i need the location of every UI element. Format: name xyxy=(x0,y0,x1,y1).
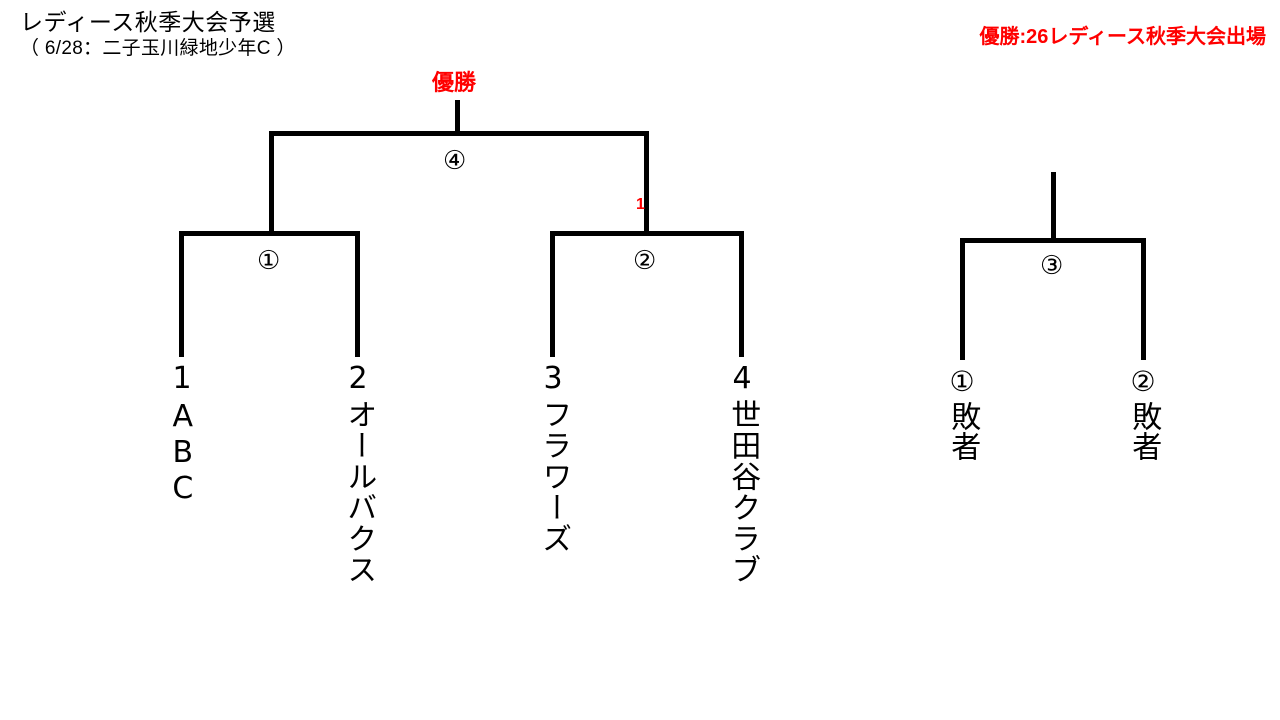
loser-label: 敗者 xyxy=(1126,400,1162,461)
consolation-entry-1: ① 敗者 xyxy=(933,365,991,461)
loser-source-match: ② xyxy=(1130,365,1156,398)
team-seed: 3 xyxy=(543,361,563,396)
team2-vertical-line xyxy=(355,231,360,357)
team-seed: 1 xyxy=(172,361,192,396)
match-number-4: ④ xyxy=(443,146,467,176)
consolation-left-vertical-line xyxy=(960,238,965,360)
match2-score-mark: 1 xyxy=(636,196,645,213)
consolation-entry-2: ② 敗者 xyxy=(1114,365,1172,461)
consolation-right-vertical-line xyxy=(1141,238,1146,360)
match-number-1: ① xyxy=(257,246,281,276)
team-entry-2: 2 オールバクス xyxy=(328,362,388,585)
match-number-3: ③ xyxy=(1040,251,1064,281)
team4-vertical-line xyxy=(739,231,744,357)
title-main: レディース秋季大会予選 xyxy=(20,9,276,35)
title-subtitle: （ 6/28：二子玉川緑地少年C ） xyxy=(20,38,296,60)
consolation-horizontal-line xyxy=(960,238,1146,243)
team-name: オールバクス xyxy=(341,399,377,585)
team-name: 世田谷クラブ xyxy=(725,399,761,585)
final-stem-line xyxy=(455,100,460,136)
team3-vertical-line xyxy=(550,231,555,357)
loser-source-match: ① xyxy=(949,365,975,398)
page-title: レディース秋季大会予選 （ 6/28：二子玉川緑地少年C ） xyxy=(20,8,296,62)
team-name: フラワーズ xyxy=(536,399,572,554)
semifinal2-horizontal-line xyxy=(550,231,744,236)
final-winner-label: 優勝 xyxy=(432,70,477,95)
team1-vertical-line xyxy=(179,231,184,357)
final-horizontal-line xyxy=(269,131,649,136)
match-number-2: ② xyxy=(633,246,657,276)
consolation-stem-line xyxy=(1051,172,1056,240)
team-entry-3: 3 フラワーズ xyxy=(523,362,583,554)
champion-advancement-note: 優勝:26レディース秋季大会出場 xyxy=(979,26,1266,48)
team-entry-1: 1 ABC xyxy=(152,362,212,507)
team-seed: 4 xyxy=(732,361,752,396)
final-right-vertical-line xyxy=(644,131,649,234)
team-name: ABC xyxy=(165,399,201,507)
team-seed: 2 xyxy=(348,361,368,396)
loser-label: 敗者 xyxy=(945,400,981,461)
team-entry-4: 4 世田谷クラブ xyxy=(712,362,772,585)
final-left-vertical-line xyxy=(269,131,274,234)
semifinal1-horizontal-line xyxy=(179,231,360,236)
